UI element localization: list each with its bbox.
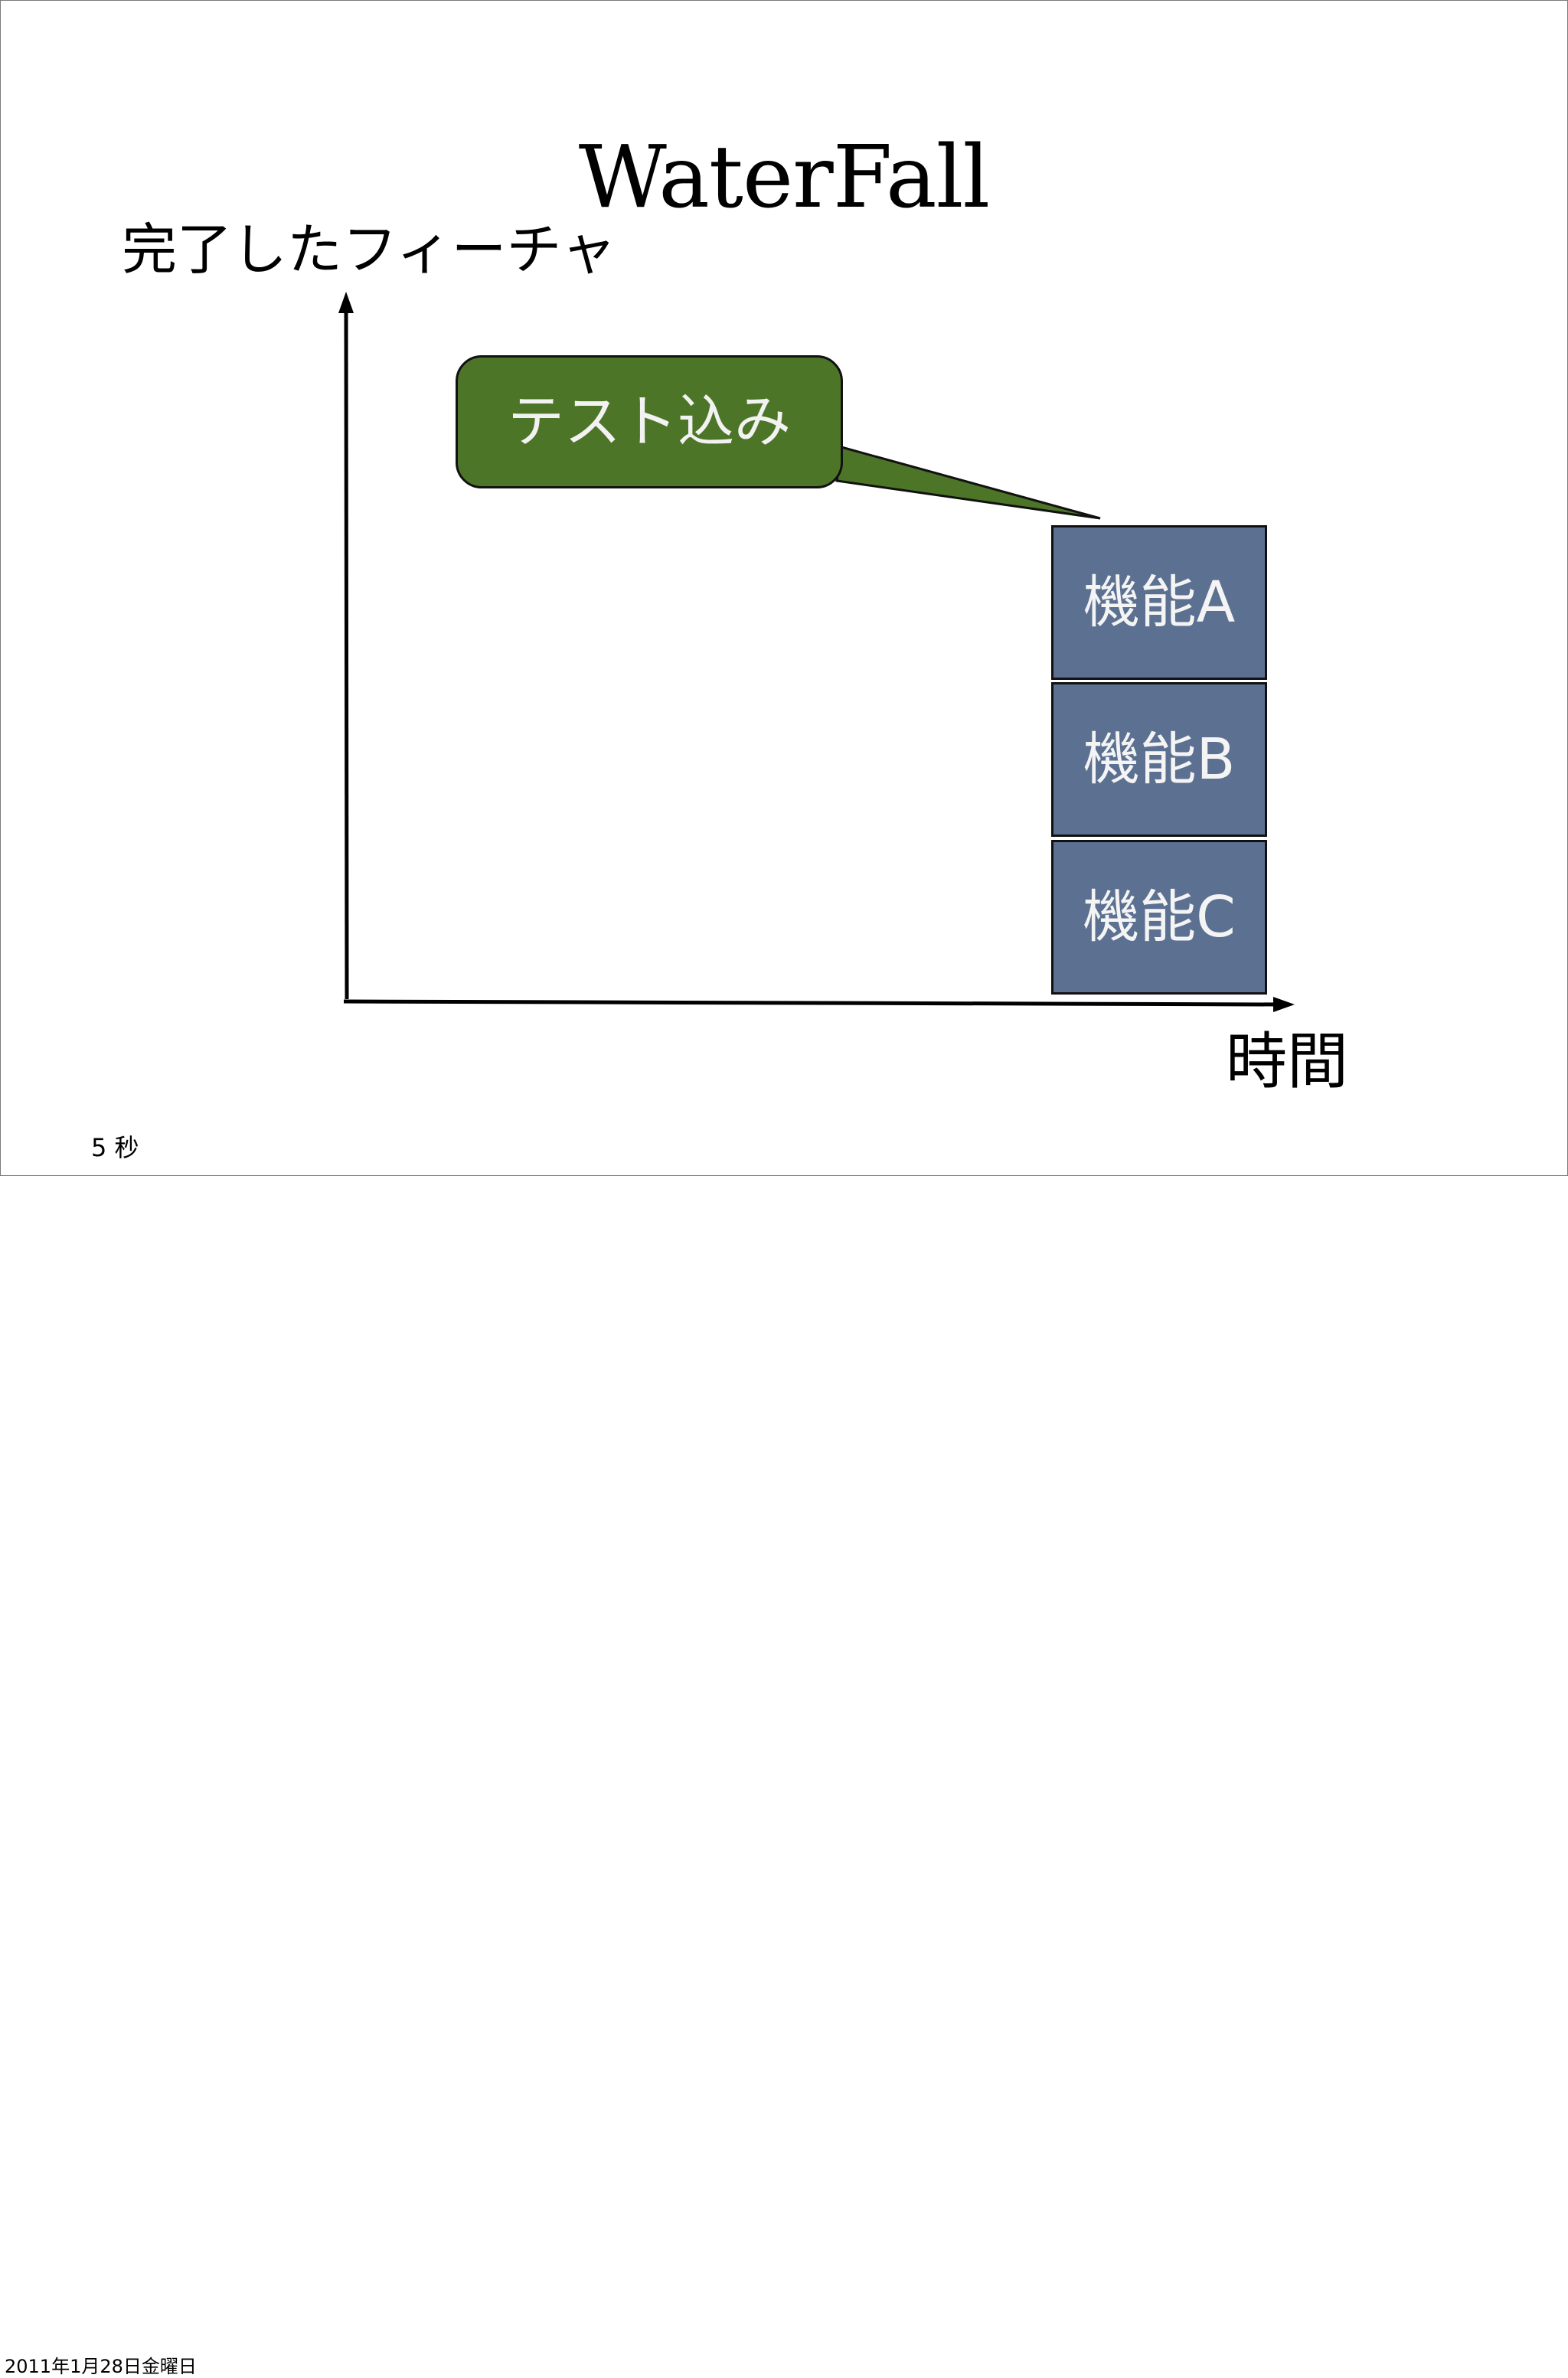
callout-text: テスト込み bbox=[508, 389, 791, 455]
callout-bubble: テスト込み bbox=[456, 355, 843, 488]
feature-label: 機能B bbox=[1083, 727, 1236, 792]
feature-box-b: 機能B bbox=[1051, 682, 1267, 837]
slide: WaterFall 完了したフィーチャ テスト込み 機能A 機能B 機能C 時間… bbox=[0, 0, 1568, 1176]
x-axis-line bbox=[343, 999, 1280, 1007]
feature-label: 機能C bbox=[1083, 884, 1236, 950]
x-axis-arrowhead bbox=[1273, 997, 1295, 1012]
feature-box-c: 機能C bbox=[1051, 840, 1267, 995]
axes-diagram bbox=[338, 292, 1295, 1012]
footer: 2011年1月28日金曜日 bbox=[0, 1176, 1568, 2377]
feature-box-a: 機能A bbox=[1051, 525, 1267, 680]
y-axis-arrowhead bbox=[338, 292, 354, 313]
slide-duration: 5 秒 bbox=[91, 1133, 139, 1162]
callout-pointer bbox=[835, 446, 1101, 520]
footer-date: 2011年1月28日金曜日 bbox=[5, 2356, 197, 2377]
y-axis-label: 完了したフィーチャ bbox=[122, 217, 616, 282]
y-axis-line bbox=[344, 306, 349, 1000]
feature-label: 機能A bbox=[1083, 570, 1236, 635]
x-axis-label: 時間 bbox=[1226, 1026, 1348, 1097]
slide-title: WaterFall bbox=[578, 128, 991, 227]
